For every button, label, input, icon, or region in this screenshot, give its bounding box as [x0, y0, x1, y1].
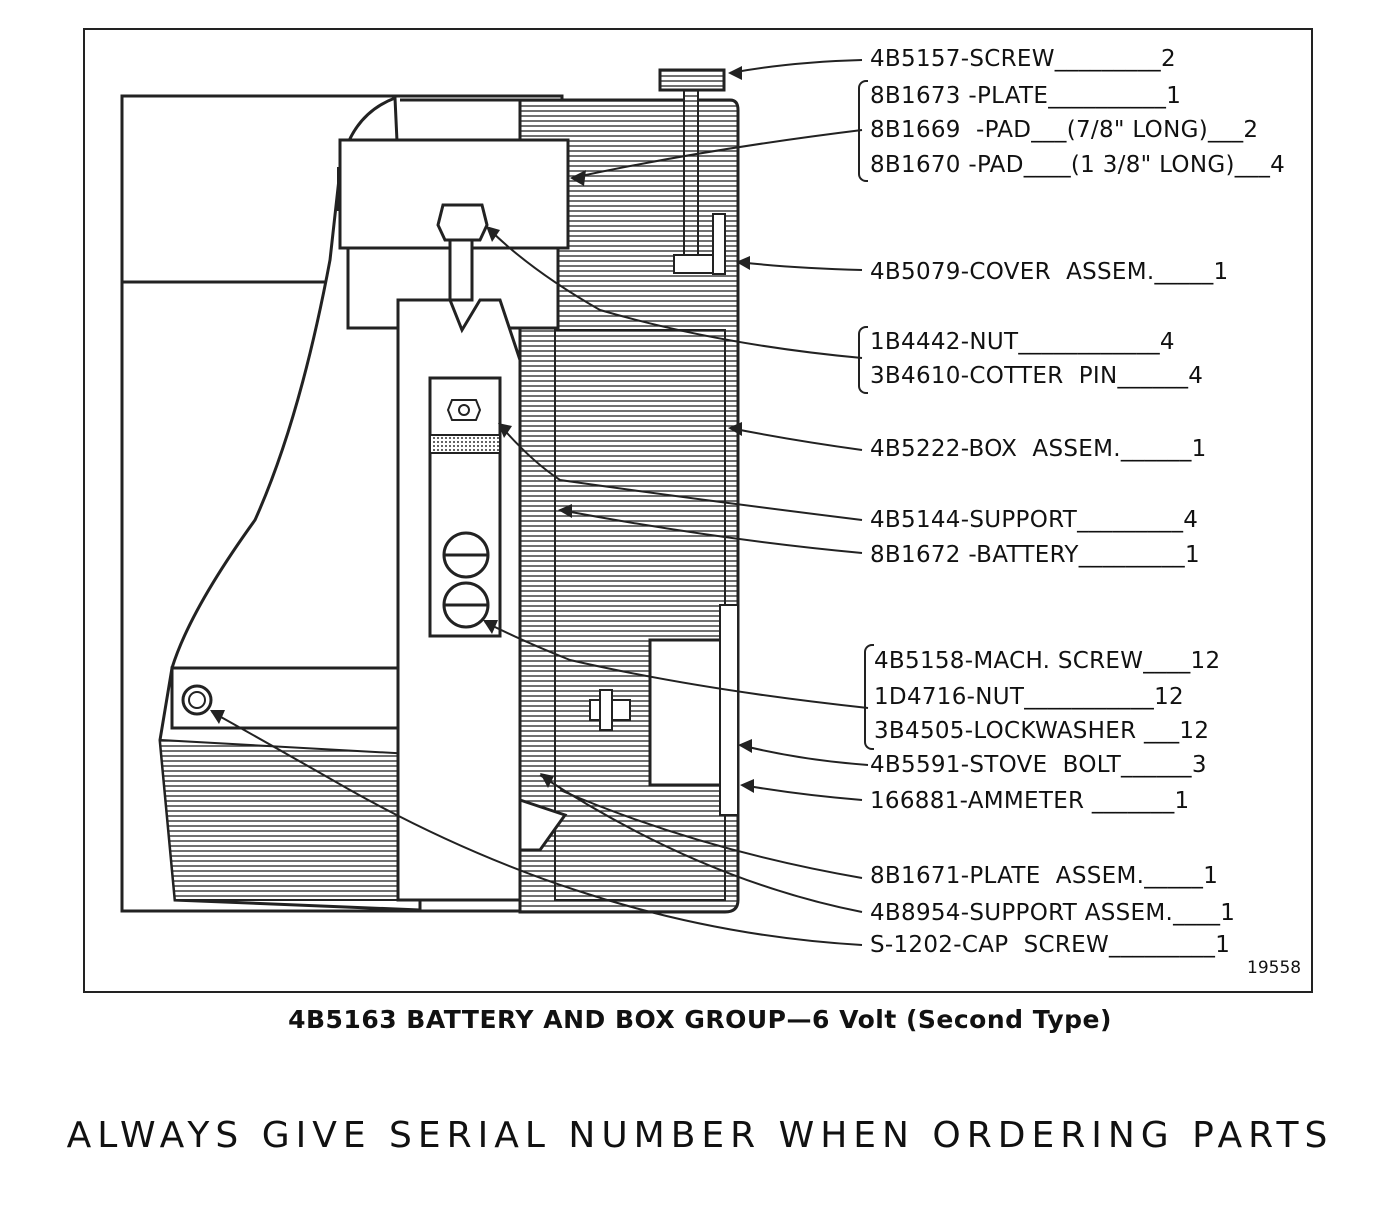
part-label-3b4505: 3B4505-LOCKWASHER ___12: [874, 718, 1210, 744]
part-label-4b5591: 4B5591-STOVE BOLT______3: [870, 752, 1207, 778]
part-label-8b1670: 8B1670 -PAD____(1 3/8" LONG)___4: [870, 152, 1286, 178]
part-label-8b1671: 8B1671-PLATE ASSEM._____1: [870, 863, 1219, 889]
part-label-8b1672: 8B1672 -BATTERY_________1: [870, 542, 1200, 568]
part-label-4b5079: 4B5079-COVER ASSEM._____1: [870, 259, 1229, 285]
brace-nut-cotter: [858, 326, 868, 394]
brace-screw-nut-washer: [864, 644, 874, 750]
figure-caption: 4B5163 BATTERY AND BOX GROUP—6 Volt (Sec…: [288, 1005, 1112, 1034]
ammeter: [648, 638, 727, 787]
figure-frame: [83, 28, 1313, 993]
part-label-4b8954: 4B8954-SUPPORT ASSEM.____1: [870, 900, 1236, 926]
part-label-166881: 166881-AMMETER _______1: [870, 788, 1190, 814]
part-label-4b5222: 4B5222-BOX ASSEM.______1: [870, 436, 1207, 462]
leader-lines: [211, 59, 869, 946]
brace-plate-pads: [858, 80, 868, 182]
part-label-4b5157: 4B5157-SCREW_________2: [870, 46, 1176, 72]
part-label-3b4610: 3B4610-COTTER PIN______4: [870, 363, 1204, 389]
part-label-8b1673: 8B1673 -PLATE__________1: [870, 83, 1182, 109]
part-label-4b5144: 4B5144-SUPPORT_________4: [870, 507, 1199, 533]
leader-arrowheads: [210, 66, 754, 793]
part-label-8b1669: 8B1669 -PAD___(7/8" LONG)___2: [870, 117, 1259, 143]
part-label-4b5158: 4B5158-MACH. SCREW____12: [874, 648, 1221, 674]
figure-number: 19558: [1247, 958, 1302, 978]
part-label-1d4716: 1D4716-NUT___________12: [874, 684, 1184, 710]
nut: [436, 203, 489, 242]
part-label-s1202: S-1202-CAP SCREW_________1: [870, 932, 1231, 958]
footer-notice: ALWAYS GIVE SERIAL NUMBER WHEN ORDERING …: [66, 1115, 1334, 1156]
part-label-1b4442: 1B4442-NUT____________4: [870, 329, 1175, 355]
